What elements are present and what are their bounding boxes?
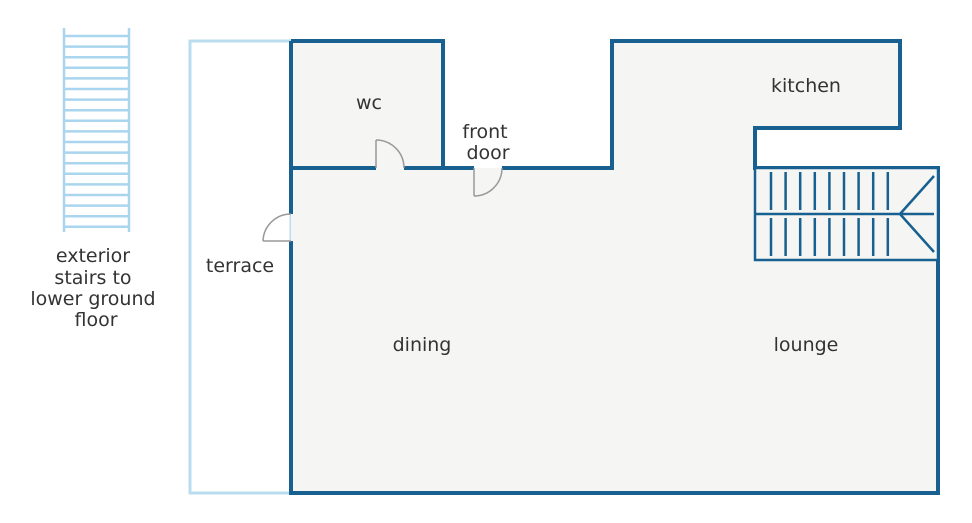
terrace-door: [262, 213, 292, 242]
exterior-stairs-label-line: stairs to: [54, 267, 131, 289]
building-floor: [291, 41, 938, 493]
exterior-stairs: [62, 28, 131, 232]
exterior-stairs-label-line: floor: [74, 309, 117, 331]
exterior-stairs-label-line: lower ground: [30, 288, 155, 310]
kitchen-label: kitchen: [771, 75, 841, 97]
exterior-stairs-label-line: exterior: [56, 245, 130, 267]
front-door: [473, 167, 503, 197]
front-door-label-line: front: [462, 121, 507, 143]
wc-label: wc: [356, 92, 382, 114]
walls: [289, 39, 940, 495]
dining-label: dining: [393, 334, 452, 356]
lounge-label: lounge: [774, 334, 839, 356]
front-door-label-line: door: [466, 142, 509, 164]
wc-door: [375, 139, 405, 169]
exterior-stairs-label: exterior stairs to lower ground floor: [30, 245, 161, 331]
doors: [262, 139, 503, 242]
interior-stairs: [753, 166, 940, 262]
terrace-area: [188, 39, 293, 495]
terrace-label: terrace: [206, 255, 274, 277]
front-door-label: front door: [462, 121, 513, 164]
